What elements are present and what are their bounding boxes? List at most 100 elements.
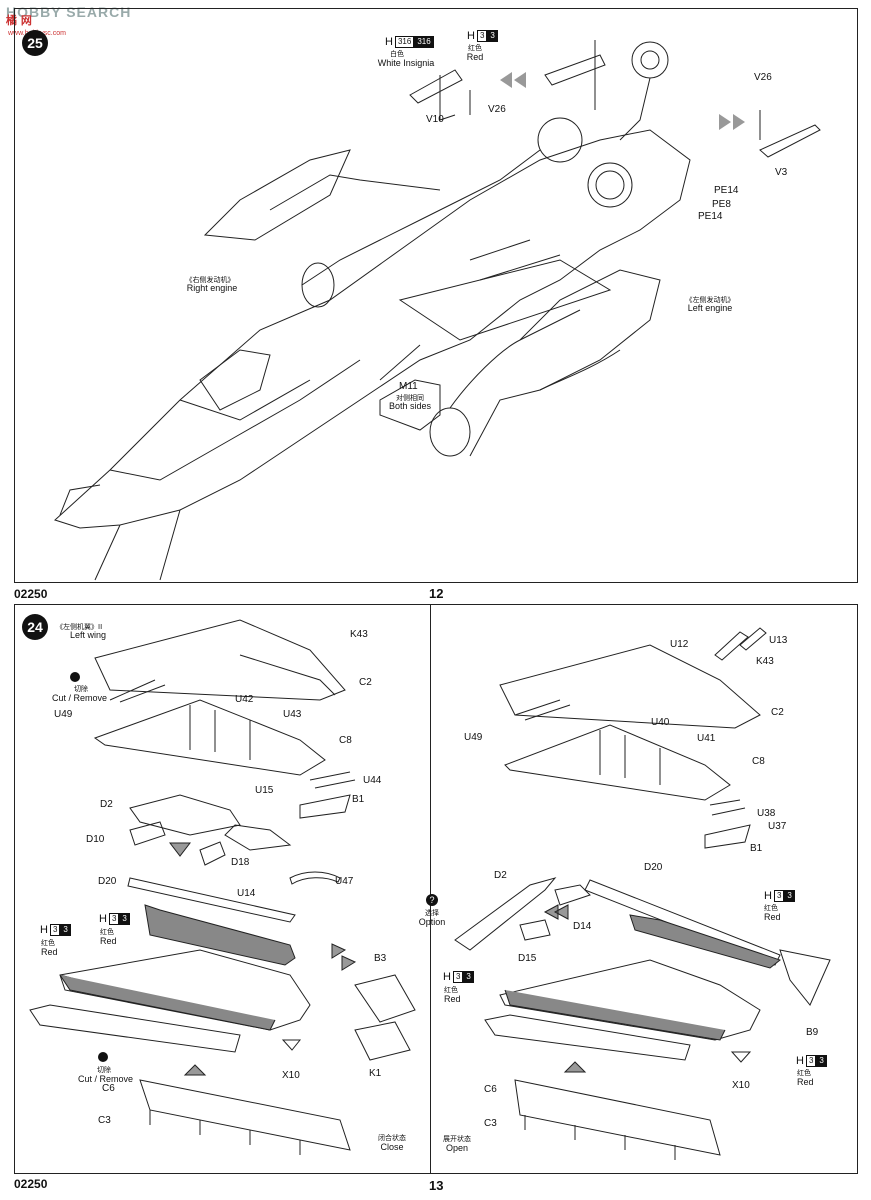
option-zh: 选择 [425,909,439,917]
h2-en: Red [41,947,58,957]
open-state-zh: 展开状态 [443,1135,471,1143]
h2r-en: Red [444,994,461,1004]
h-red-right-3: H 3 3 [796,1055,827,1067]
h-red-left-1: H 3 3 [99,913,130,925]
part-b1-left: B1 [352,794,365,805]
part-u14-left: U14 [237,888,256,899]
h-white-en: White Insignia [377,58,435,68]
part-v26-b: V26 [754,72,772,83]
part-u40-right: U40 [651,717,670,728]
h-code: H [443,971,451,983]
h-red-zh: 红色 [468,44,482,52]
part-b1-right: B1 [750,843,763,854]
part-c2-left: C2 [359,677,372,688]
part-pe8: PE8 [712,199,731,210]
part-v10: V10 [426,114,444,125]
paint-box: 3 [49,924,61,936]
h-white-zh: 白色 [390,50,404,58]
h3r-zh: 红色 [797,1069,811,1077]
h1-zh: 红色 [100,928,114,936]
scissors-icon [98,1052,108,1062]
part-d2-left: D2 [100,799,113,810]
center-divider [430,604,431,1174]
h1-en: Red [100,936,117,946]
cut2-en: Cut / Remove [78,1074,134,1084]
part-d20-right: D20 [644,862,663,873]
part-pe14-b: PE14 [698,211,723,222]
part-x10-left: X10 [282,1070,300,1081]
paint-box: 3 [108,913,120,925]
part-k1-left: K1 [369,1068,382,1079]
m11-zh: 对侧相同 [396,394,424,402]
part-u42-left: U42 [235,694,254,705]
part-u43-left: U43 [283,709,302,720]
h-red-right-1: H 3 3 [764,890,795,902]
page-bottom-code: 02250 [14,1177,48,1191]
h1r-zh: 红色 [764,904,778,912]
part-d2-right: D2 [494,870,507,881]
h-code: H [385,36,393,48]
h3r-en: Red [797,1077,814,1087]
h2-zh: 红色 [41,939,55,947]
close-state-en: Close [380,1142,404,1152]
part-k43-right: K43 [756,656,774,667]
watermark-cn: 橘 网 [6,14,32,27]
h-code: H [40,924,48,936]
part-c8-right: C8 [752,756,765,767]
paint-box: 3 [773,890,785,902]
part-b3-left: B3 [374,953,387,964]
part-v3: V3 [775,167,788,178]
part-d10-left: D10 [86,834,105,845]
cut2-zh: 切除 [97,1066,111,1074]
part-u13-right: U13 [769,635,788,646]
step-24-badge: 24 [22,614,48,640]
open-state-en: Open [445,1143,469,1153]
part-c6-left: C6 [102,1083,115,1094]
part-d15-right: D15 [518,953,537,964]
paint-box: 3 [452,971,464,983]
paint-box-dark: 3 [816,1055,827,1067]
scissors-icon [70,672,80,682]
part-d20-left: D20 [98,876,117,887]
h-red-left-2: H 3 3 [40,924,71,936]
part-u49-right: U49 [464,732,483,743]
bottom-page-frame [14,604,858,1174]
part-x10-right: X10 [732,1080,750,1091]
option-icon: ? [426,894,438,906]
h-red-en: Red [466,52,484,62]
left-engine-zh: 《左侧发动机》 [685,296,735,304]
right-engine-zh: 《右侧发动机》 [185,276,235,284]
close-state-zh: 闭合状态 [378,1134,406,1142]
part-u38-right: U38 [757,808,776,819]
h-code: H [764,890,772,902]
part-u49-left: U49 [54,709,73,720]
h-white-insignia: H 316 316 [385,36,434,48]
paint-box-dark: 3 [487,30,498,42]
h-code: H [99,913,107,925]
part-k43-left: K43 [350,629,368,640]
h-code: H [467,30,475,42]
h-red-right-2: H 3 3 [443,971,474,983]
part-c8-left: C8 [339,735,352,746]
paint-box-dark: 3 [60,924,71,936]
m11-en: Both sides [388,401,432,411]
h2r-zh: 红色 [444,986,458,994]
h-code: H [796,1055,804,1067]
part-m11: M11 [399,381,418,392]
part-pe14-a: PE14 [714,185,739,196]
paint-box-dark: 3 [463,971,474,983]
part-u12-right: U12 [670,639,689,650]
cut1-en: Cut / Remove [52,693,108,703]
left-wing-en: Left wing [70,630,107,640]
part-b9-right: B9 [806,1027,819,1038]
paint-box: 316 [394,36,415,48]
part-u15-left: U15 [255,785,274,796]
paint-box: 3 [805,1055,817,1067]
part-d14-right: D14 [573,921,592,932]
cut1-zh: 切除 [74,685,88,693]
right-engine-en: Right engine [186,283,238,293]
paint-box-dark: 3 [784,890,795,902]
part-u41-right: U41 [697,733,716,744]
part-c3-left: C3 [98,1115,111,1126]
part-u44-left: U44 [363,775,382,786]
